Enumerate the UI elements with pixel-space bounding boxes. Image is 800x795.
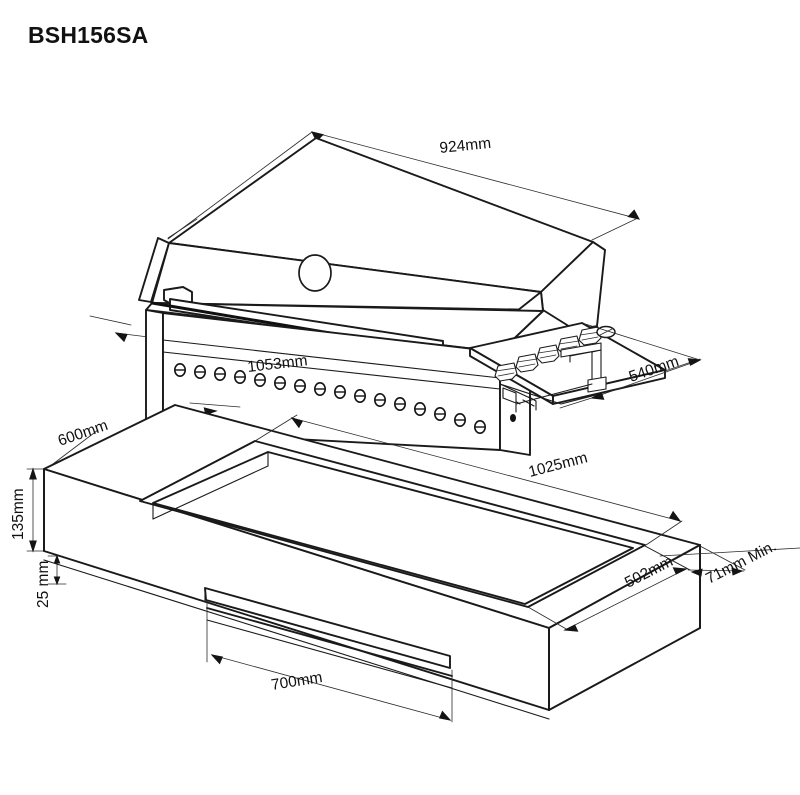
dim-71mm-min: [644, 545, 800, 577]
dim-label-1053mm: 1053mm: [247, 352, 309, 376]
dim-25mm: [47, 554, 67, 586]
dim-540mm: [559, 322, 702, 409]
cabinet-cutout-opening: [139, 440, 646, 608]
cabinet-front-drawer: [204, 587, 453, 689]
gas-regulator-assembly: [515, 342, 607, 413]
page-title: BSH156SA: [28, 22, 149, 48]
cabinet-front-lip: [43, 550, 701, 720]
control-knob[interactable]: [578, 326, 602, 346]
vent-hole-row: [174, 362, 486, 434]
dim-label-135mm: 135mm: [10, 488, 27, 540]
dim-924mm: [167, 131, 640, 241]
dim-label-924mm: 924mm: [439, 135, 492, 157]
bbq-unit-view: 924mm 1053mm 540mm: [89, 131, 702, 456]
control-knob[interactable]: [494, 362, 518, 382]
cabinet-cutout-view: 600mm 135mm 25 mm 1025mm 502mm 71mm Min.…: [10, 402, 800, 723]
dim-label-1025mm: 1025mm: [527, 449, 590, 481]
under-panel-bracket: [499, 383, 601, 411]
dim-135mm: [26, 467, 45, 553]
control-knob[interactable]: [515, 353, 539, 373]
bbq-hood: [138, 137, 606, 353]
dim-1025mm: [254, 414, 683, 546]
dim-700mm: [206, 599, 453, 723]
thermometer-port-icon: [298, 254, 332, 292]
control-knob[interactable]: [536, 344, 560, 364]
dim-label-71mm-min: 71mm Min.: [703, 538, 779, 588]
dim-label-25mm: 25 mm: [35, 561, 52, 608]
